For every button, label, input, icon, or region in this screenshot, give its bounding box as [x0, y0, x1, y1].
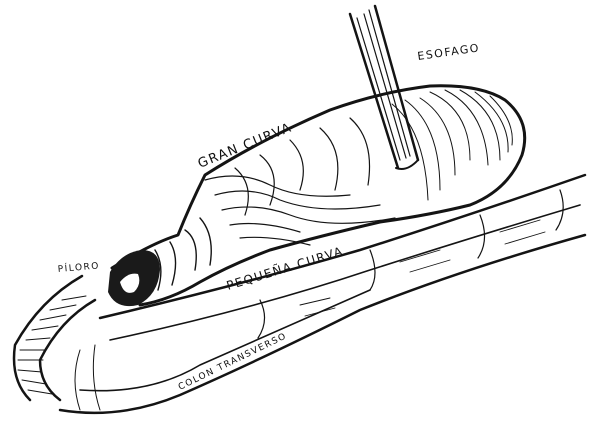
label-gran-curva: GRAN CURVA [196, 120, 295, 171]
label-colon-transverso: COLON TRANSVERSO [177, 331, 289, 392]
duodenum [14, 276, 95, 400]
label-pequena-curva: PEQUEÑA CURVA [224, 243, 345, 293]
label-esofago: ESOFAGO [417, 41, 481, 63]
label-piloro: PÍLORO [57, 259, 100, 275]
esophagus [350, 6, 418, 169]
